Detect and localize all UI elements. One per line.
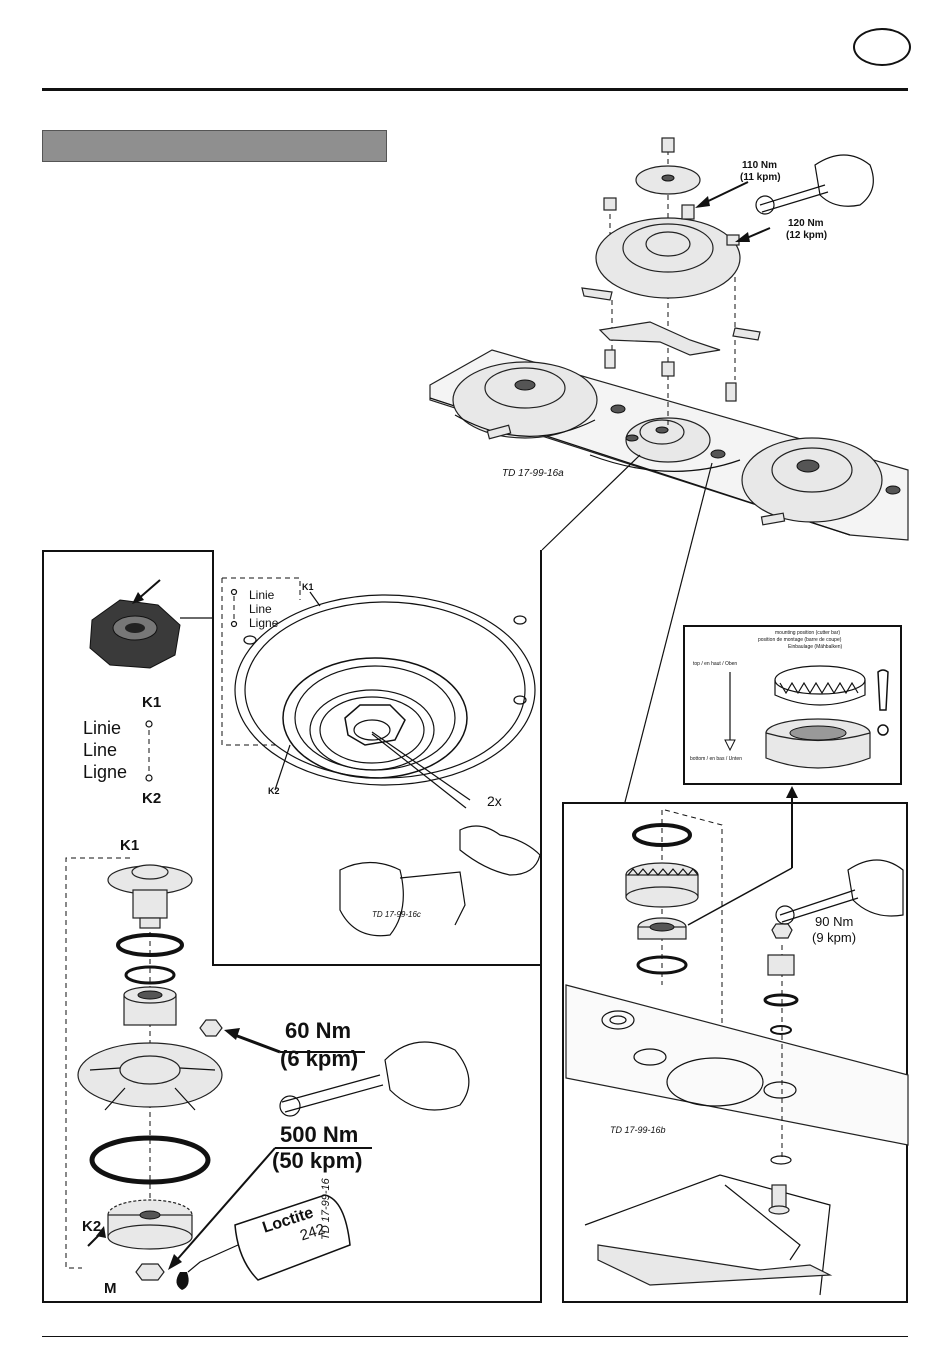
mount-title-de: Einbaulage (Mähbalken) [788,644,843,650]
torque-120-kpm-label: (12 kpm) [786,230,828,241]
line-label-en: Line [83,740,118,760]
k1-label-top: K1 [142,694,162,711]
figure-code-top: TD 17-99-16a [502,468,564,479]
k1-label-assembly: K1 [120,837,140,854]
torque-500-kpm-label: (50 kpm) [272,1148,363,1173]
inset-count-label: 2x [487,793,502,809]
line-label-fr: Ligne [83,762,128,782]
section-title-bar [42,130,387,162]
header-rule [42,88,908,91]
torque-60-kpm-label: (6 kpm) [280,1046,359,1071]
inset-k1-label: K1 [302,582,314,592]
gear-inset-panel [212,550,542,966]
mount-title-fr: position de montage (barre de coupe) [758,637,842,643]
inset-line-fr: Ligne [249,616,279,630]
torque-60-label: 60 Nm [285,1018,352,1043]
k2-label-top: K2 [142,790,162,807]
inset-line-de: Linie [249,588,275,602]
torque-110-kpm-label: (11 kpm) [740,172,781,183]
mount-top-label: top / en haut / Oben [693,661,738,667]
mount-bottom-label: bottom / en bas / Unten [690,756,742,762]
inset-k2-label: K2 [268,786,280,796]
line-label-de: Linie [83,718,122,738]
inset-figure-code: TD 17-99-16c [372,910,421,919]
torque-110-label: 110 Nm [742,160,778,171]
right-assembly-panel [562,802,908,1303]
language-badge [853,28,911,66]
mount-title-en: mounting position (cutter bar) [775,630,841,636]
torque-500-label: 500 Nm [280,1122,359,1147]
torque-90-kpm-label: (9 kpm) [812,930,857,945]
figure-code-right: TD 17-99-16b [610,1125,666,1135]
inset-line-en: Line [249,602,272,616]
m-label: M [104,1280,117,1297]
torque-90-label: 90 Nm [815,914,854,929]
torque-120-label: 120 Nm [788,218,824,229]
footer-rule [42,1336,908,1337]
k2-label-assembly: K2 [82,1218,102,1235]
cutter-bar-exploded-diagram [429,137,909,803]
